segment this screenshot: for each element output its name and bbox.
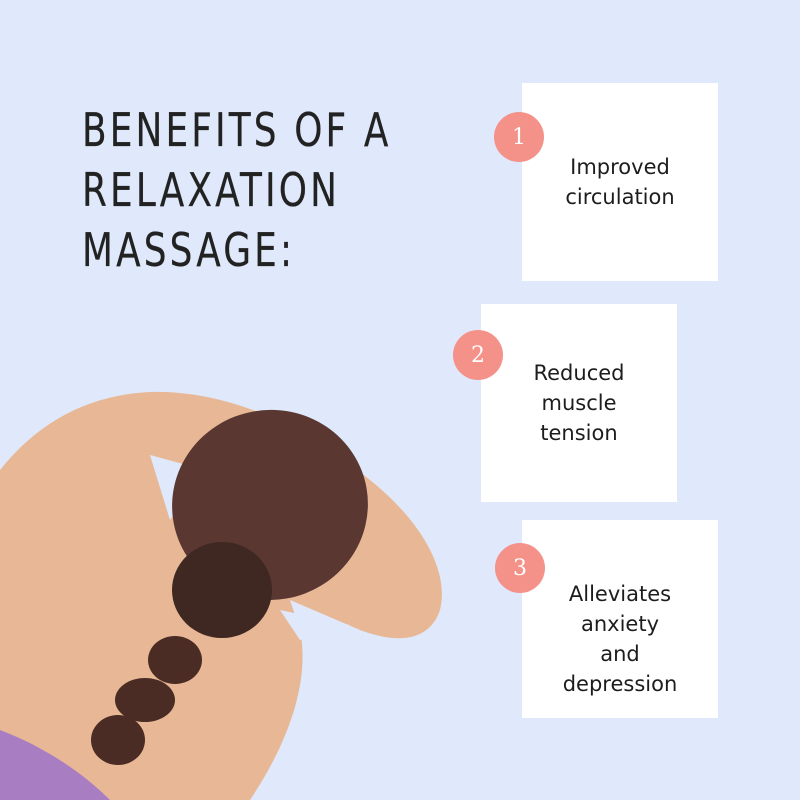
benefit-text: Reduced [533,361,625,385]
benefit-text: Improved [570,155,670,179]
hair-bun [172,542,272,638]
number-badge-1: 1 [494,112,544,162]
hot-stone-2 [115,678,175,722]
hot-stone-1 [148,636,202,684]
benefit-card-1: Improved circulation [522,83,718,281]
number-badge-2: 2 [453,330,503,380]
title-line: BENEFITS OF A [82,103,392,157]
benefit-card-3: Alleviates anxiety and depression [522,520,718,718]
hot-stone-3 [91,715,145,765]
benefit-text: tension [540,421,618,445]
benefit-text: muscle [541,391,617,415]
benefit-text: anxiety [580,612,659,636]
towel [0,730,110,800]
page-title: BENEFITS OF A RELAXATION MASSAGE: [82,100,392,280]
benefit-text: Alleviates [568,582,672,606]
title-line: RELAXATION [82,163,341,217]
arm-gap-right [280,610,350,640]
benefit-text: depression [562,672,678,696]
benefit-text: and [600,642,640,666]
number-badge-3: 3 [495,543,545,593]
title-line: MASSAGE: [82,223,296,277]
benefit-card-2: Reduced muscle tension [481,304,677,502]
benefit-text: circulation [565,185,675,209]
